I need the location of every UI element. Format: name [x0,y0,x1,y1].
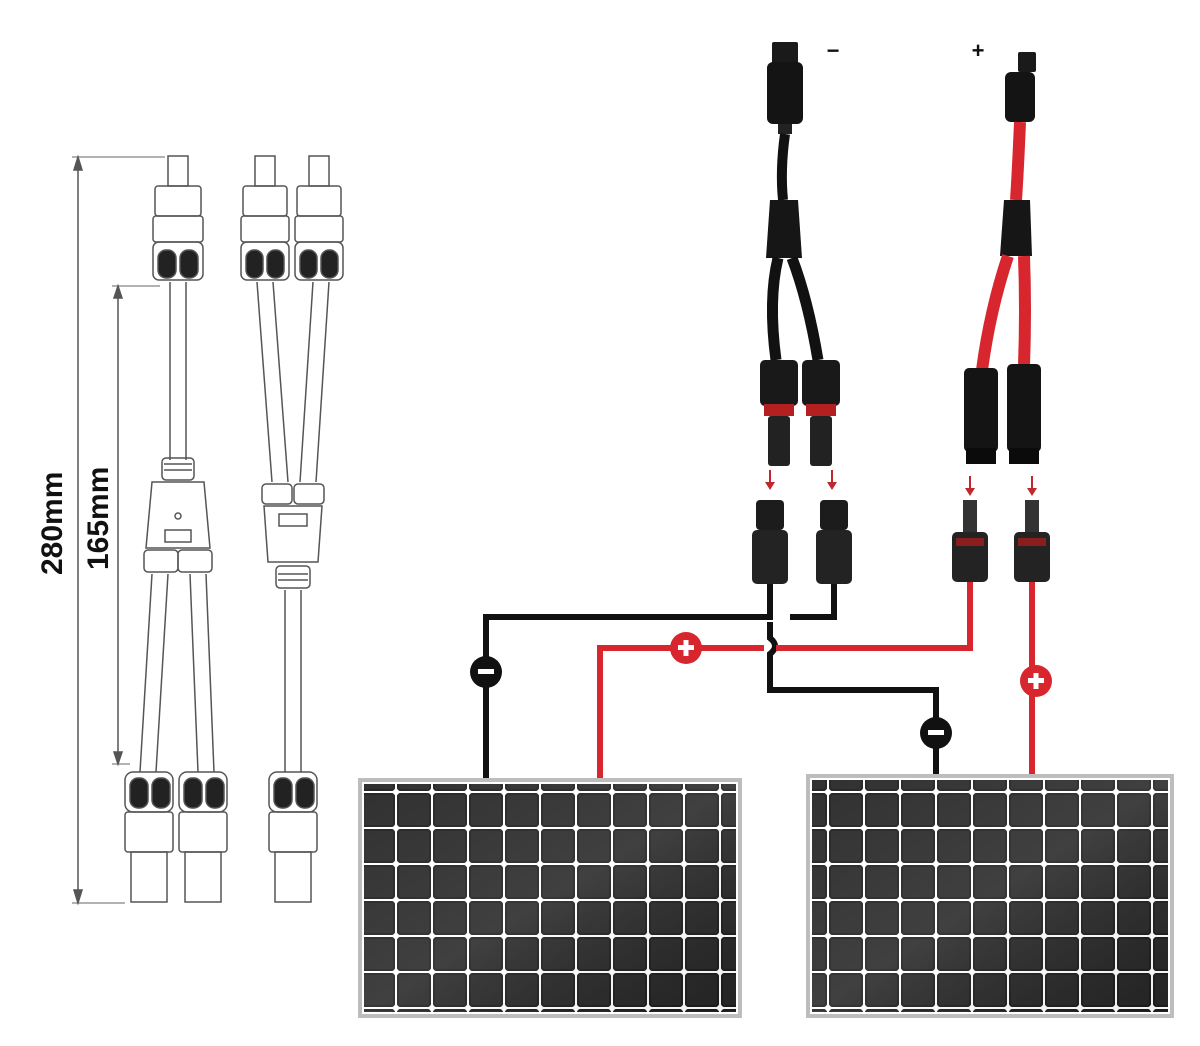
negative-wire-right [767,584,939,780]
positive-polarity-label: + [972,38,985,63]
down-arrow-icon [1027,476,1037,496]
wiring [483,582,1035,780]
y-cable-drawing-b [240,155,344,903]
panel-connectors [752,500,1050,584]
male-connector-1 [952,500,988,582]
male-connector-2 [1014,500,1050,582]
dimension-drawing [72,154,344,906]
overall-length-label: 280mm [36,472,69,575]
branch-dimension-line [112,283,160,767]
negative-wire-left [483,584,773,780]
positive-wire-left [597,582,973,780]
negative-y-cable [760,42,840,466]
plus-badge-icon [670,632,702,664]
female-connector-1 [752,500,788,584]
positive-y-cable [964,52,1041,464]
plus-badge-icon [1020,665,1052,697]
minus-badge-icon [920,717,952,749]
overall-dimension-line [72,154,165,906]
y-cable-drawing-a [124,155,228,903]
minus-badge-icon [470,656,502,688]
solar-panel-right [806,774,1174,1018]
connection-arrows [765,470,1037,496]
solar-panel-left [358,778,742,1018]
branch-length-label: 165mm [82,467,115,570]
negative-polarity-label: − [827,38,840,63]
down-arrow-icon [965,476,975,496]
down-arrow-icon [765,470,775,490]
down-arrow-icon [827,470,837,490]
female-connector-2 [816,500,852,584]
